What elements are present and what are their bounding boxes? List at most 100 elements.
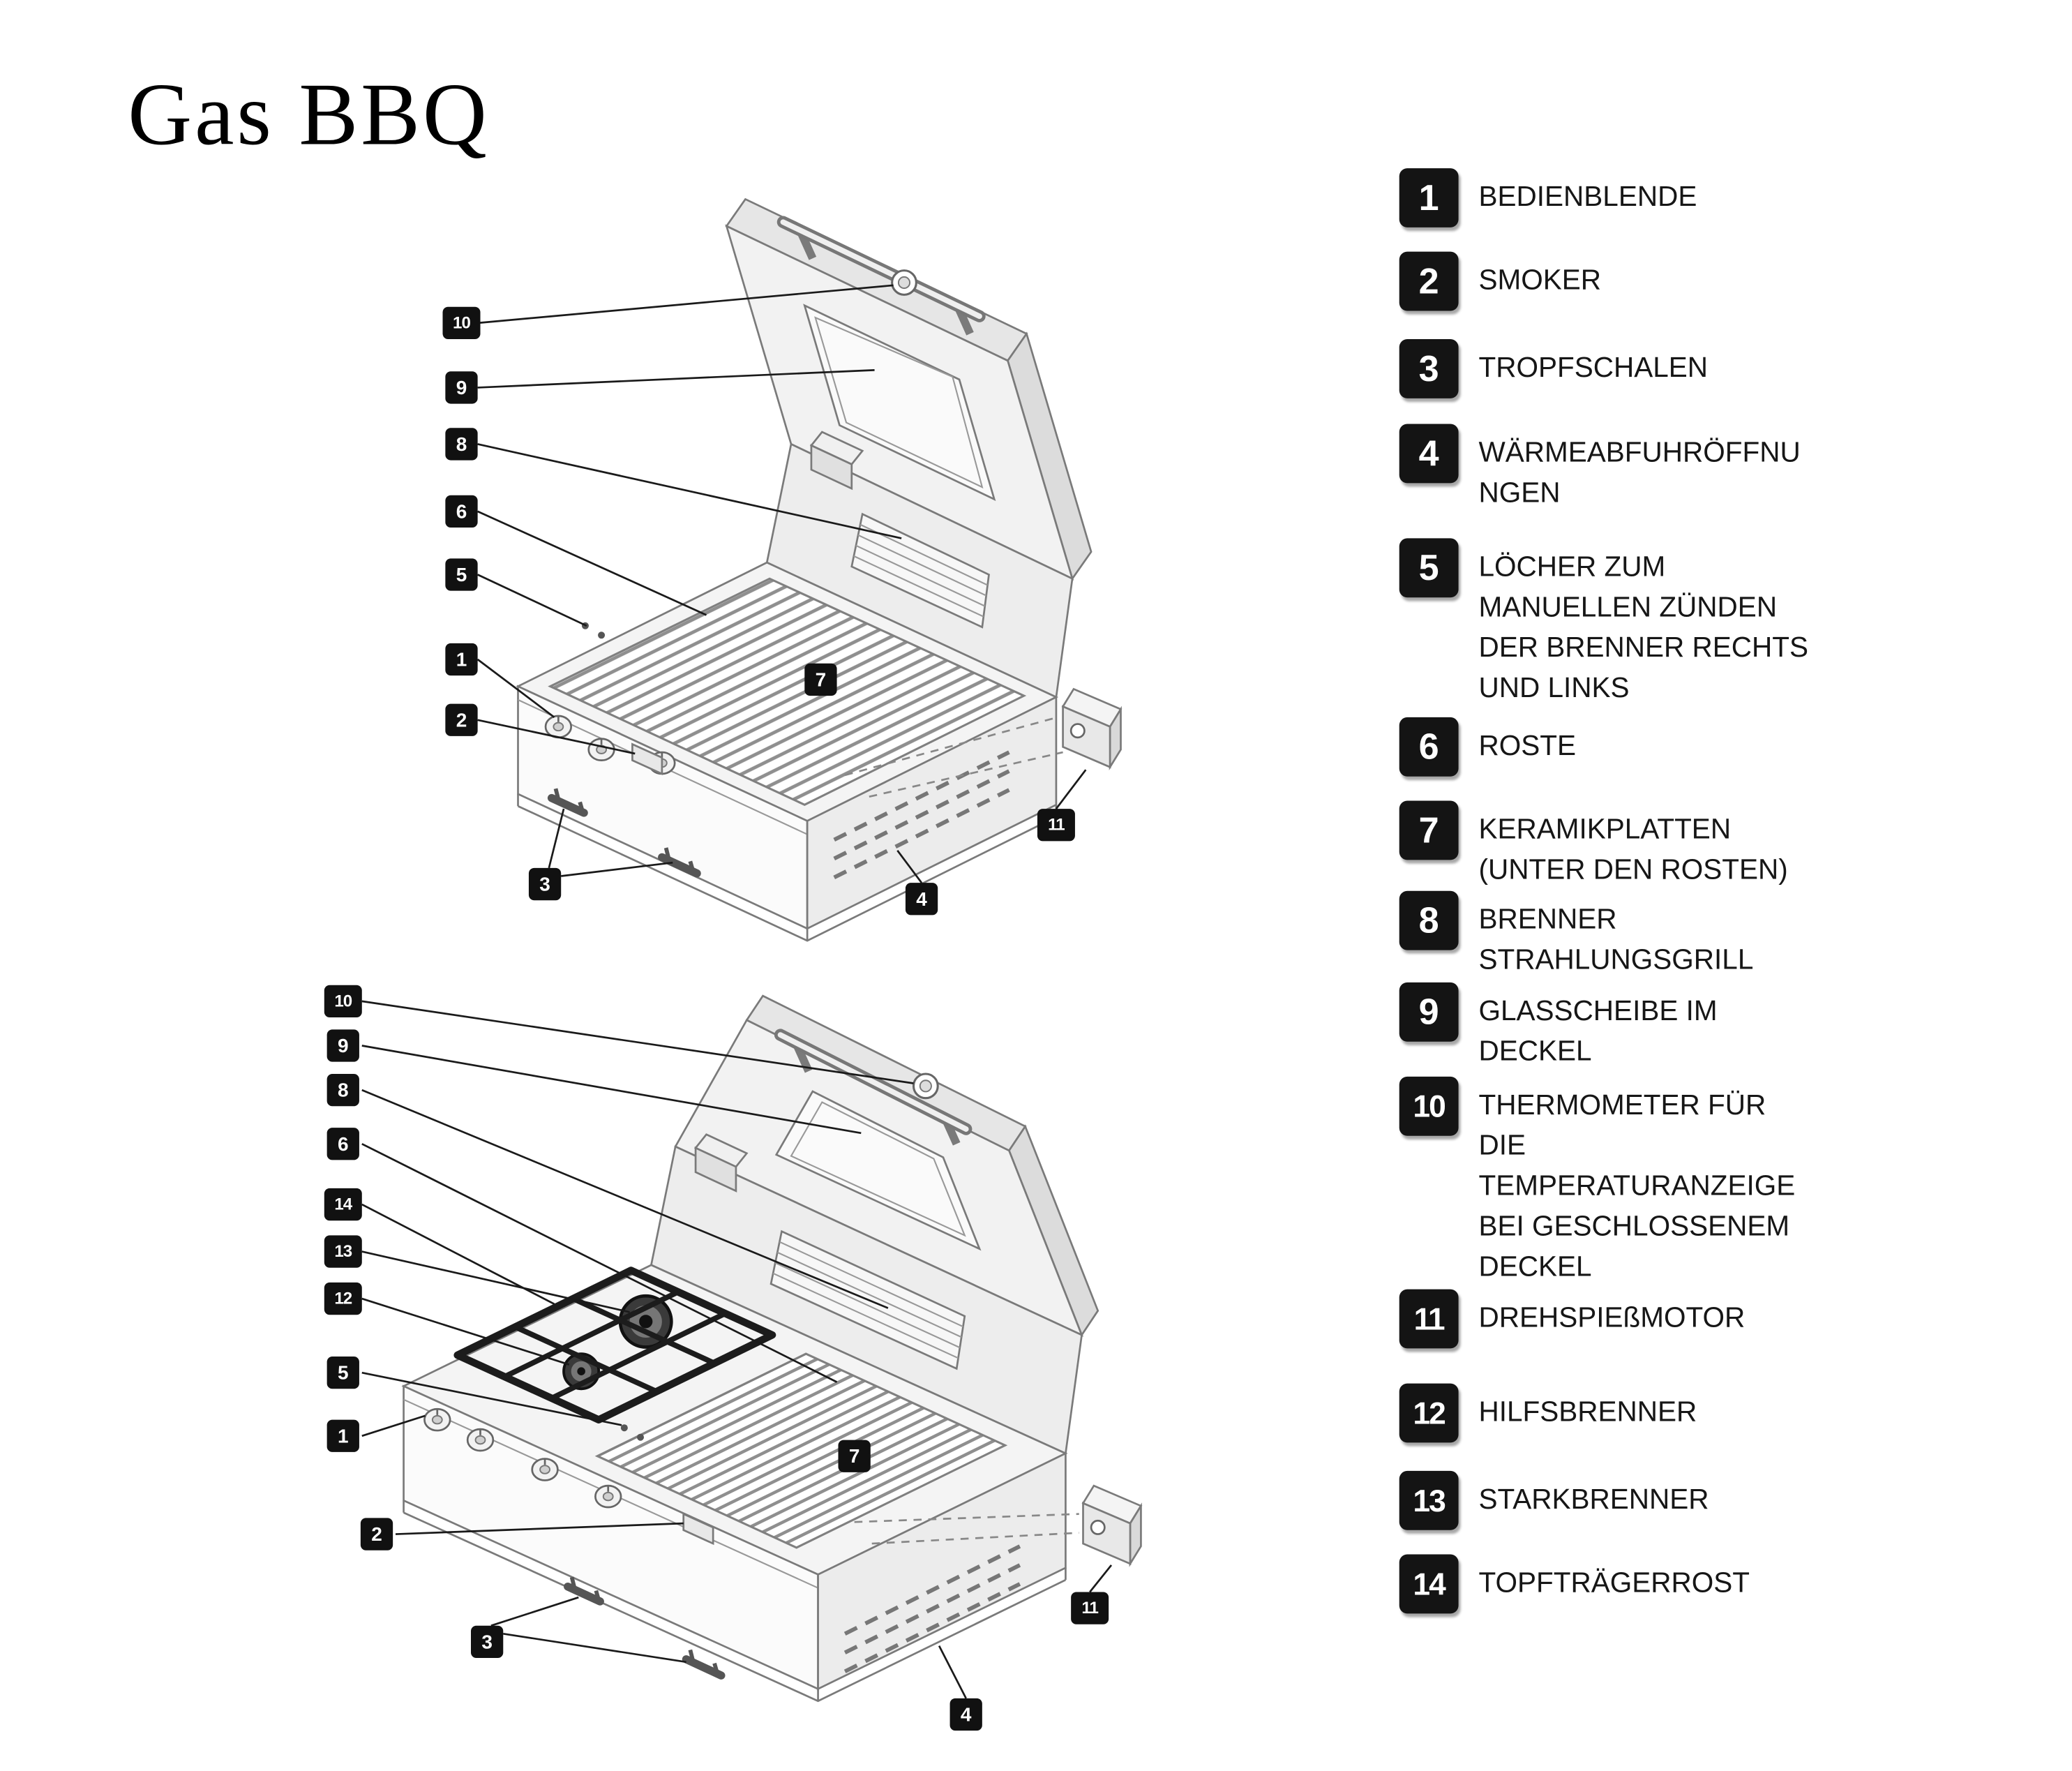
lid-handle: [774, 1029, 973, 1146]
control-knob: [587, 738, 615, 761]
diagram-gas-bbq-grill: 10 9 8 6 5 1 2 3: [430, 181, 1211, 948]
svg-text:1: 1: [338, 1425, 349, 1447]
legend-number-badge: 14: [1399, 1554, 1459, 1614]
page-title: Gas BBQ: [128, 66, 490, 165]
cooking-grate: [594, 1352, 1008, 1549]
svg-text:6: 6: [456, 500, 467, 522]
callout-8: 8: [326, 1073, 359, 1107]
legend-item: 13 STARKBRENNER: [1399, 1470, 1818, 1530]
legend-item: 6 ROSTE: [1399, 717, 1818, 777]
callout-1: 1: [445, 643, 478, 676]
svg-text:3: 3: [481, 1631, 493, 1652]
legend-label: WÄRMEABFUHRÖFFNUNGEN: [1478, 437, 1801, 509]
callout-2: 2: [360, 1518, 393, 1550]
callout-7: 7: [838, 1440, 871, 1472]
svg-text:11: 11: [1048, 816, 1065, 835]
lid-thermometer: [912, 1073, 939, 1100]
svg-text:5: 5: [456, 564, 467, 585]
svg-text:13: 13: [334, 1242, 352, 1261]
callout-5: 5: [445, 558, 478, 591]
svg-text:9: 9: [338, 1035, 349, 1056]
legend-item: 9 GLASSCHEIBE IM DECKEL: [1399, 982, 1818, 1073]
drip-tray-handle: [547, 788, 588, 817]
svg-text:1: 1: [456, 648, 467, 670]
callout-12: 12: [324, 1282, 362, 1315]
leader-lines: [476, 284, 1087, 883]
legend-label: KERAMIKPLATTEN (UNTER DEN ROSTEN): [1478, 814, 1788, 886]
legend-label: THERMOMETER FÜR DIE TEMPERATURANZEIGE BE…: [1478, 1090, 1796, 1283]
control-knob: [544, 715, 573, 739]
legend-item: 8 BRENNER STRAHLUNGSGRILL: [1399, 890, 1818, 981]
heat-vents: [843, 1544, 1021, 1673]
svg-text:12: 12: [334, 1290, 352, 1308]
lid-glass-window: [774, 1090, 982, 1251]
heat-vents: [833, 750, 1010, 880]
legend-item: 3 TROPFSCHALEN: [1399, 338, 1818, 398]
parts-legend: 1 BEDIENBLENDE 2 SMOKER 3 TROPFSCHALEN 4…: [1399, 0, 2045, 1771]
legend-number-badge: 13: [1399, 1470, 1459, 1530]
cooking-grate: [548, 577, 1027, 806]
callout-11: 11: [1071, 1592, 1109, 1624]
legend-label: LÖCHER ZUM MANUELLEN ZÜNDEN DER BRENNER …: [1478, 551, 1809, 704]
svg-text:5: 5: [338, 1362, 349, 1384]
legend-number-badge: 10: [1399, 1076, 1459, 1136]
grill-body: [516, 561, 1059, 942]
callout-14: 14: [324, 1188, 362, 1221]
legend-label: BEDIENBLENDE: [1478, 181, 1697, 213]
callout-6: 6: [445, 495, 478, 528]
control-knob: [594, 1484, 622, 1509]
legend-item: 5 LÖCHER ZUM MANUELLEN ZÜNDEN DER BRENNE…: [1399, 538, 1818, 709]
callout-10: 10: [442, 306, 481, 339]
smoker-box: [809, 431, 864, 491]
legend-number-badge: 3: [1399, 338, 1459, 398]
svg-text:6: 6: [338, 1133, 349, 1155]
svg-text:4: 4: [961, 1703, 972, 1725]
lid-glass-window: [803, 304, 996, 502]
callout-1: 1: [326, 1419, 359, 1452]
svg-text:8: 8: [456, 433, 467, 455]
smoker-box: [693, 1133, 749, 1193]
callout-13: 13: [324, 1235, 362, 1268]
legend-number-badge: 8: [1399, 890, 1459, 950]
legend-item: 7 KERAMIKPLATTEN (UNTER DEN ROSTEN): [1399, 800, 1818, 890]
callout-2: 2: [445, 703, 478, 736]
legend-item: 1 BEDIENBLENDE: [1399, 168, 1818, 227]
callout-11: 11: [1037, 809, 1075, 842]
legend-label: DREHSPIEßMOTOR: [1478, 1302, 1746, 1334]
legend-number-badge: 6: [1399, 717, 1459, 777]
legend-item: 11 DREHSPIEßMOTOR: [1399, 1289, 1818, 1349]
legend-number-badge: 7: [1399, 800, 1459, 860]
callout-3: 3: [470, 1625, 504, 1658]
legend-label: GLASSCHEIBE IM DECKEL: [1478, 996, 1718, 1068]
svg-text:2: 2: [371, 1523, 382, 1545]
callout-8: 8: [445, 428, 478, 461]
legend-number-badge: 2: [1399, 251, 1459, 311]
legend-item: 4 WÄRMEABFUHRÖFFNUNGEN: [1399, 424, 1818, 514]
legend-number-badge: 4: [1399, 424, 1459, 484]
drip-tray-handle: [658, 847, 701, 878]
legend-label: TROPFSCHALEN: [1478, 352, 1709, 384]
legend-number-badge: 9: [1399, 982, 1459, 1042]
legend-label: BRENNER STRAHLUNGSGRILL: [1478, 904, 1754, 976]
callout-3: 3: [528, 867, 562, 901]
legend-number-badge: 12: [1399, 1383, 1459, 1443]
legend-item: 14 TOPFTRÄGERROST: [1399, 1554, 1818, 1614]
callout-4: 4: [905, 883, 938, 916]
lid-handle: [776, 216, 986, 336]
control-knob: [423, 1407, 451, 1432]
ignition-holes: [620, 1424, 645, 1441]
svg-text:8: 8: [338, 1079, 349, 1101]
callout-6: 6: [326, 1128, 359, 1160]
legend-number-badge: 5: [1399, 538, 1459, 598]
control-knob: [466, 1428, 495, 1452]
legend-label: TOPFTRÄGERROST: [1478, 1567, 1750, 1599]
callout-4: 4: [949, 1698, 982, 1731]
legend-item: 10 THERMOMETER FÜR DIE TEMPERATURANZEIGE…: [1399, 1076, 1818, 1288]
rotisserie-motor: [854, 1484, 1143, 1567]
grill-illustration: 10 9 8 6 5 1 2 3: [442, 197, 1123, 942]
legend-number-badge: 1: [1399, 168, 1459, 227]
svg-text:4: 4: [916, 888, 927, 910]
callout-10: 10: [324, 985, 362, 1017]
drip-tray-handle: [682, 1649, 726, 1680]
